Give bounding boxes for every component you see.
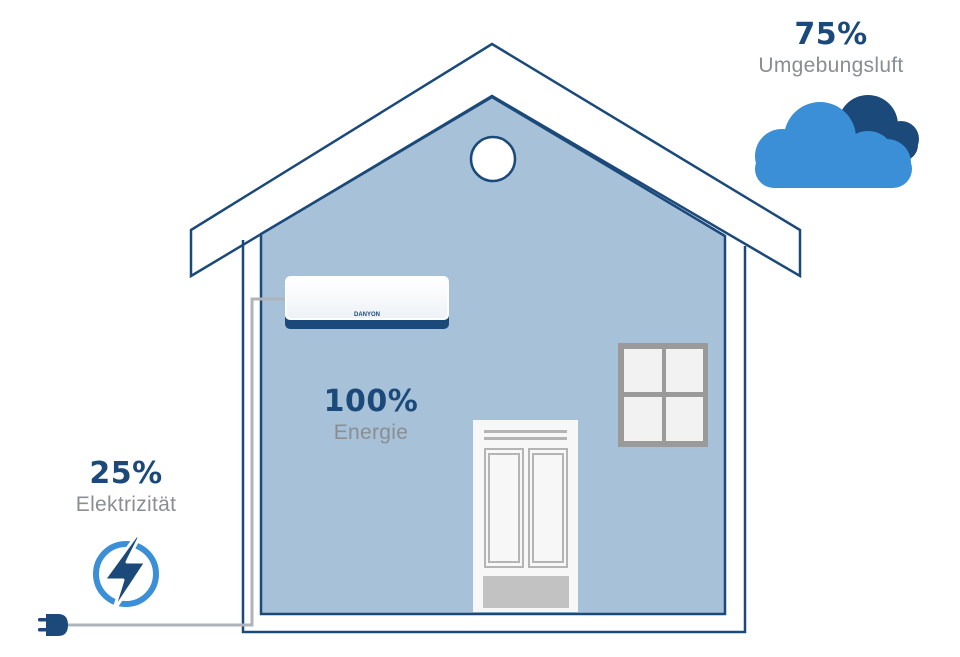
house-interior xyxy=(259,95,727,616)
energy-label: Energie xyxy=(333,421,409,444)
power-cable xyxy=(66,297,286,627)
house-wall-outer xyxy=(241,240,747,634)
ambient-air-percent: 75% xyxy=(794,17,868,52)
air-conditioner-unit: DANYON xyxy=(285,276,449,329)
ambient-air-stat: 75% Umgebungsluft xyxy=(730,17,932,77)
lightning-bolt-icon xyxy=(93,534,159,614)
electricity-stat: 25% Elektrizität xyxy=(55,456,197,516)
electricity-percent: 25% xyxy=(89,456,163,491)
ambient-air-label: Umgebungsluft xyxy=(758,54,904,77)
energy-stat: 100% Energie xyxy=(300,384,442,444)
energy-percent: 100% xyxy=(323,384,419,419)
ac-brand-label: DANYON xyxy=(354,312,380,318)
front-door xyxy=(473,420,578,612)
electricity-label: Elektrizität xyxy=(75,493,177,516)
attic-round-window xyxy=(469,135,517,183)
cloud-icon xyxy=(755,95,919,188)
power-plug-icon xyxy=(38,614,68,636)
side-window xyxy=(618,343,708,447)
